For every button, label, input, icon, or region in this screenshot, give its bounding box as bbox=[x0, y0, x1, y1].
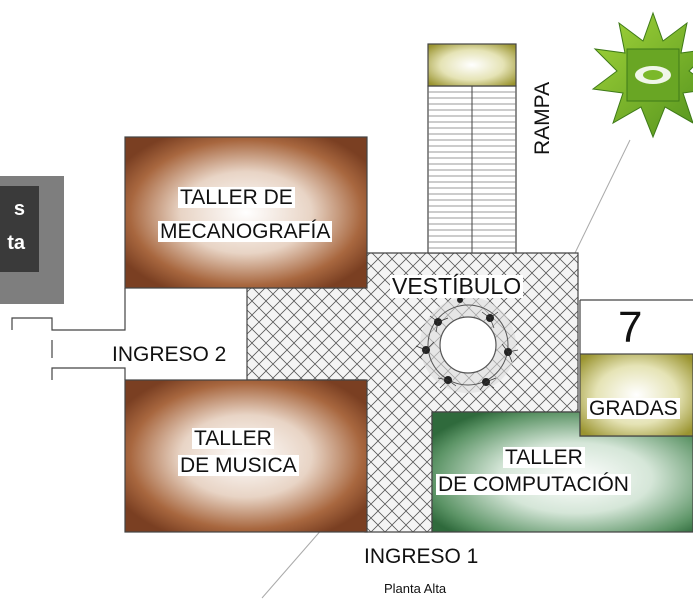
number-label: 7 bbox=[618, 303, 643, 352]
musica-label-line-2: DE MUSICA bbox=[178, 454, 299, 477]
ingreso-1-label: INGRESO 1 bbox=[364, 545, 479, 568]
mecanografia-label-line-1: TALLER DE bbox=[178, 186, 295, 209]
entrance-walls bbox=[11, 288, 126, 380]
right-walls bbox=[579, 299, 693, 354]
computacion-label-line-2: DE COMPUTACIÓN bbox=[436, 473, 631, 496]
side-tag-line-1: s bbox=[13, 198, 25, 220]
logo bbox=[591, 11, 693, 139]
computacion-label-line-1: TALLER bbox=[503, 446, 585, 469]
central-fountain bbox=[415, 297, 519, 393]
musica-label-line-1: TALLER bbox=[192, 427, 274, 450]
side-tag: s ta bbox=[0, 176, 64, 304]
guide-line bbox=[574, 139, 631, 254]
vestibulo-label: VESTÍBULO bbox=[390, 273, 524, 299]
caption: Planta Alta bbox=[384, 581, 447, 596]
gradas-label: GRADAS bbox=[587, 397, 680, 420]
side-tag-line-2: ta bbox=[7, 232, 25, 254]
mecanografia-label-line-2: MECANOGRAFÍA bbox=[158, 220, 333, 243]
side-tag-panel: s ta bbox=[0, 186, 39, 272]
room-gradas bbox=[579, 353, 693, 437]
guide-line bbox=[261, 519, 331, 599]
rampa-label: RAMPA bbox=[531, 79, 554, 157]
ramp-landing bbox=[427, 43, 517, 87]
room-mecanografia bbox=[124, 136, 368, 289]
ingreso-2-label: INGRESO 2 bbox=[110, 343, 229, 366]
